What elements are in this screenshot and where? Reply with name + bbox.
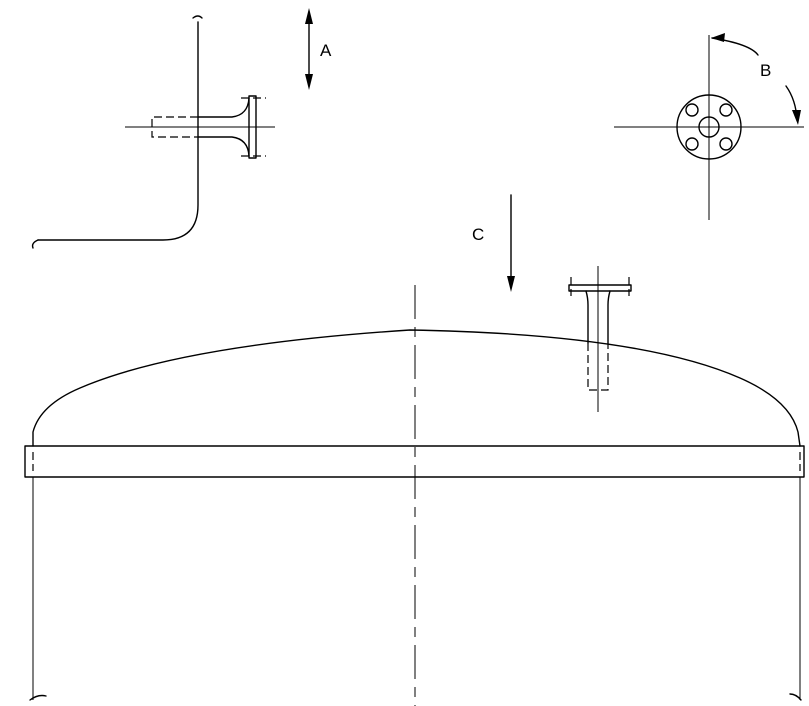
break-mark-bottom-right bbox=[789, 693, 802, 701]
nozzle-internal-projection bbox=[151, 116, 198, 138]
head-nozzle-wall-left bbox=[585, 290, 589, 344]
view-arrow-b: B bbox=[711, 33, 801, 125]
bolt-hole-2 bbox=[719, 103, 733, 117]
break-mark-left bbox=[31, 239, 39, 249]
nozzle-flange bbox=[248, 95, 257, 159]
view-arrow-c: C bbox=[472, 194, 515, 292]
head-nozzle-flange bbox=[568, 284, 632, 292]
arrowhead-down-icon bbox=[305, 74, 313, 90]
break-mark-bottom-left bbox=[29, 694, 47, 701]
rotation-arc-upper bbox=[711, 37, 759, 56]
label-c: C bbox=[472, 225, 484, 244]
vessel-wall-profile bbox=[37, 21, 199, 241]
nozzle-wall-section bbox=[31, 15, 275, 249]
head-nozzle-wall-right bbox=[607, 290, 611, 344]
head-flange-bolt-hidden bbox=[570, 277, 630, 296]
nozzle-bore-circle bbox=[698, 116, 720, 138]
vessel-elevation bbox=[24, 285, 805, 706]
nozzle-neck-lower bbox=[197, 136, 250, 157]
bolt-hole-4 bbox=[719, 137, 733, 151]
arrowhead-up-icon bbox=[305, 8, 313, 24]
flange-plan-view bbox=[614, 35, 804, 220]
label-a: A bbox=[320, 41, 332, 60]
head-nozzle-internal bbox=[587, 343, 609, 391]
view-arrow-a: A bbox=[305, 8, 332, 90]
flange-outer-circle bbox=[676, 94, 742, 160]
arrowhead-down-icon bbox=[792, 110, 801, 125]
arrowhead-down-icon bbox=[507, 276, 515, 292]
break-mark-top bbox=[192, 15, 203, 19]
bolt-hole-1 bbox=[685, 103, 699, 117]
bolt-hole-3 bbox=[685, 137, 699, 151]
arrowhead-left-icon bbox=[711, 33, 725, 42]
label-b: B bbox=[760, 61, 771, 80]
dished-head bbox=[32, 329, 801, 447]
head-nozzle bbox=[568, 266, 632, 412]
flange-bolt-hidden bbox=[241, 97, 266, 157]
nozzle-neck-upper bbox=[197, 97, 250, 118]
